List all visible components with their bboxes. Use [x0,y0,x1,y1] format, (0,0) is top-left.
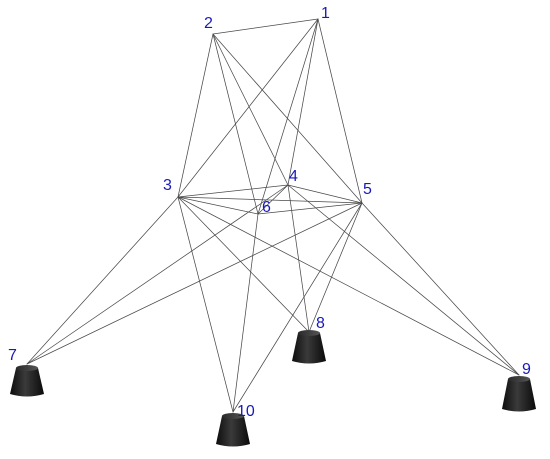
member-4-7 [26,184,289,365]
member-1-2 [212,18,319,35]
node-label-4: 4 [289,168,298,185]
member-3-10 [177,196,234,413]
supports [10,330,536,447]
member-5-10 [232,202,363,413]
node-label-6: 6 [262,199,271,216]
member-3-5 [177,196,363,204]
support-7-icon [10,365,44,397]
member-3-8 [177,196,310,333]
node-label-2: 2 [204,15,213,32]
support-9-icon [502,376,536,412]
member-3-9 [177,196,520,376]
member-5-9 [361,202,520,376]
member-4-8 [287,184,310,333]
support-10-icon [216,413,250,447]
member-5-8 [308,202,363,333]
member-3-4 [177,184,289,198]
support-8-icon [292,330,326,364]
member-2-3 [177,33,214,198]
member-1-5 [317,18,363,204]
member-5-7 [26,202,363,365]
member-2-5 [212,33,363,204]
node-label-9: 9 [522,361,531,378]
member-1-6 [257,18,319,215]
node-labels: 1 2 3 4 5 6 7 8 9 10 [8,5,531,420]
member-6-5 [257,202,363,215]
node-label-7: 7 [8,347,17,364]
member-4-5 [287,184,363,204]
member-4-9 [287,184,520,376]
node-label-8: 8 [316,315,325,332]
member-2-4 [212,33,289,186]
member-6-10 [232,213,259,413]
member-3-6 [177,196,259,215]
member-3-7 [26,196,179,365]
node-label-5: 5 [363,181,372,198]
member-2-6 [212,33,259,215]
member-4-6 [257,184,289,215]
member-1-3 [177,18,319,198]
truss-members [26,18,520,413]
node-label-1: 1 [321,5,330,22]
member-1-4 [287,18,319,186]
node-label-10: 10 [237,403,255,420]
node-label-3: 3 [163,177,172,194]
